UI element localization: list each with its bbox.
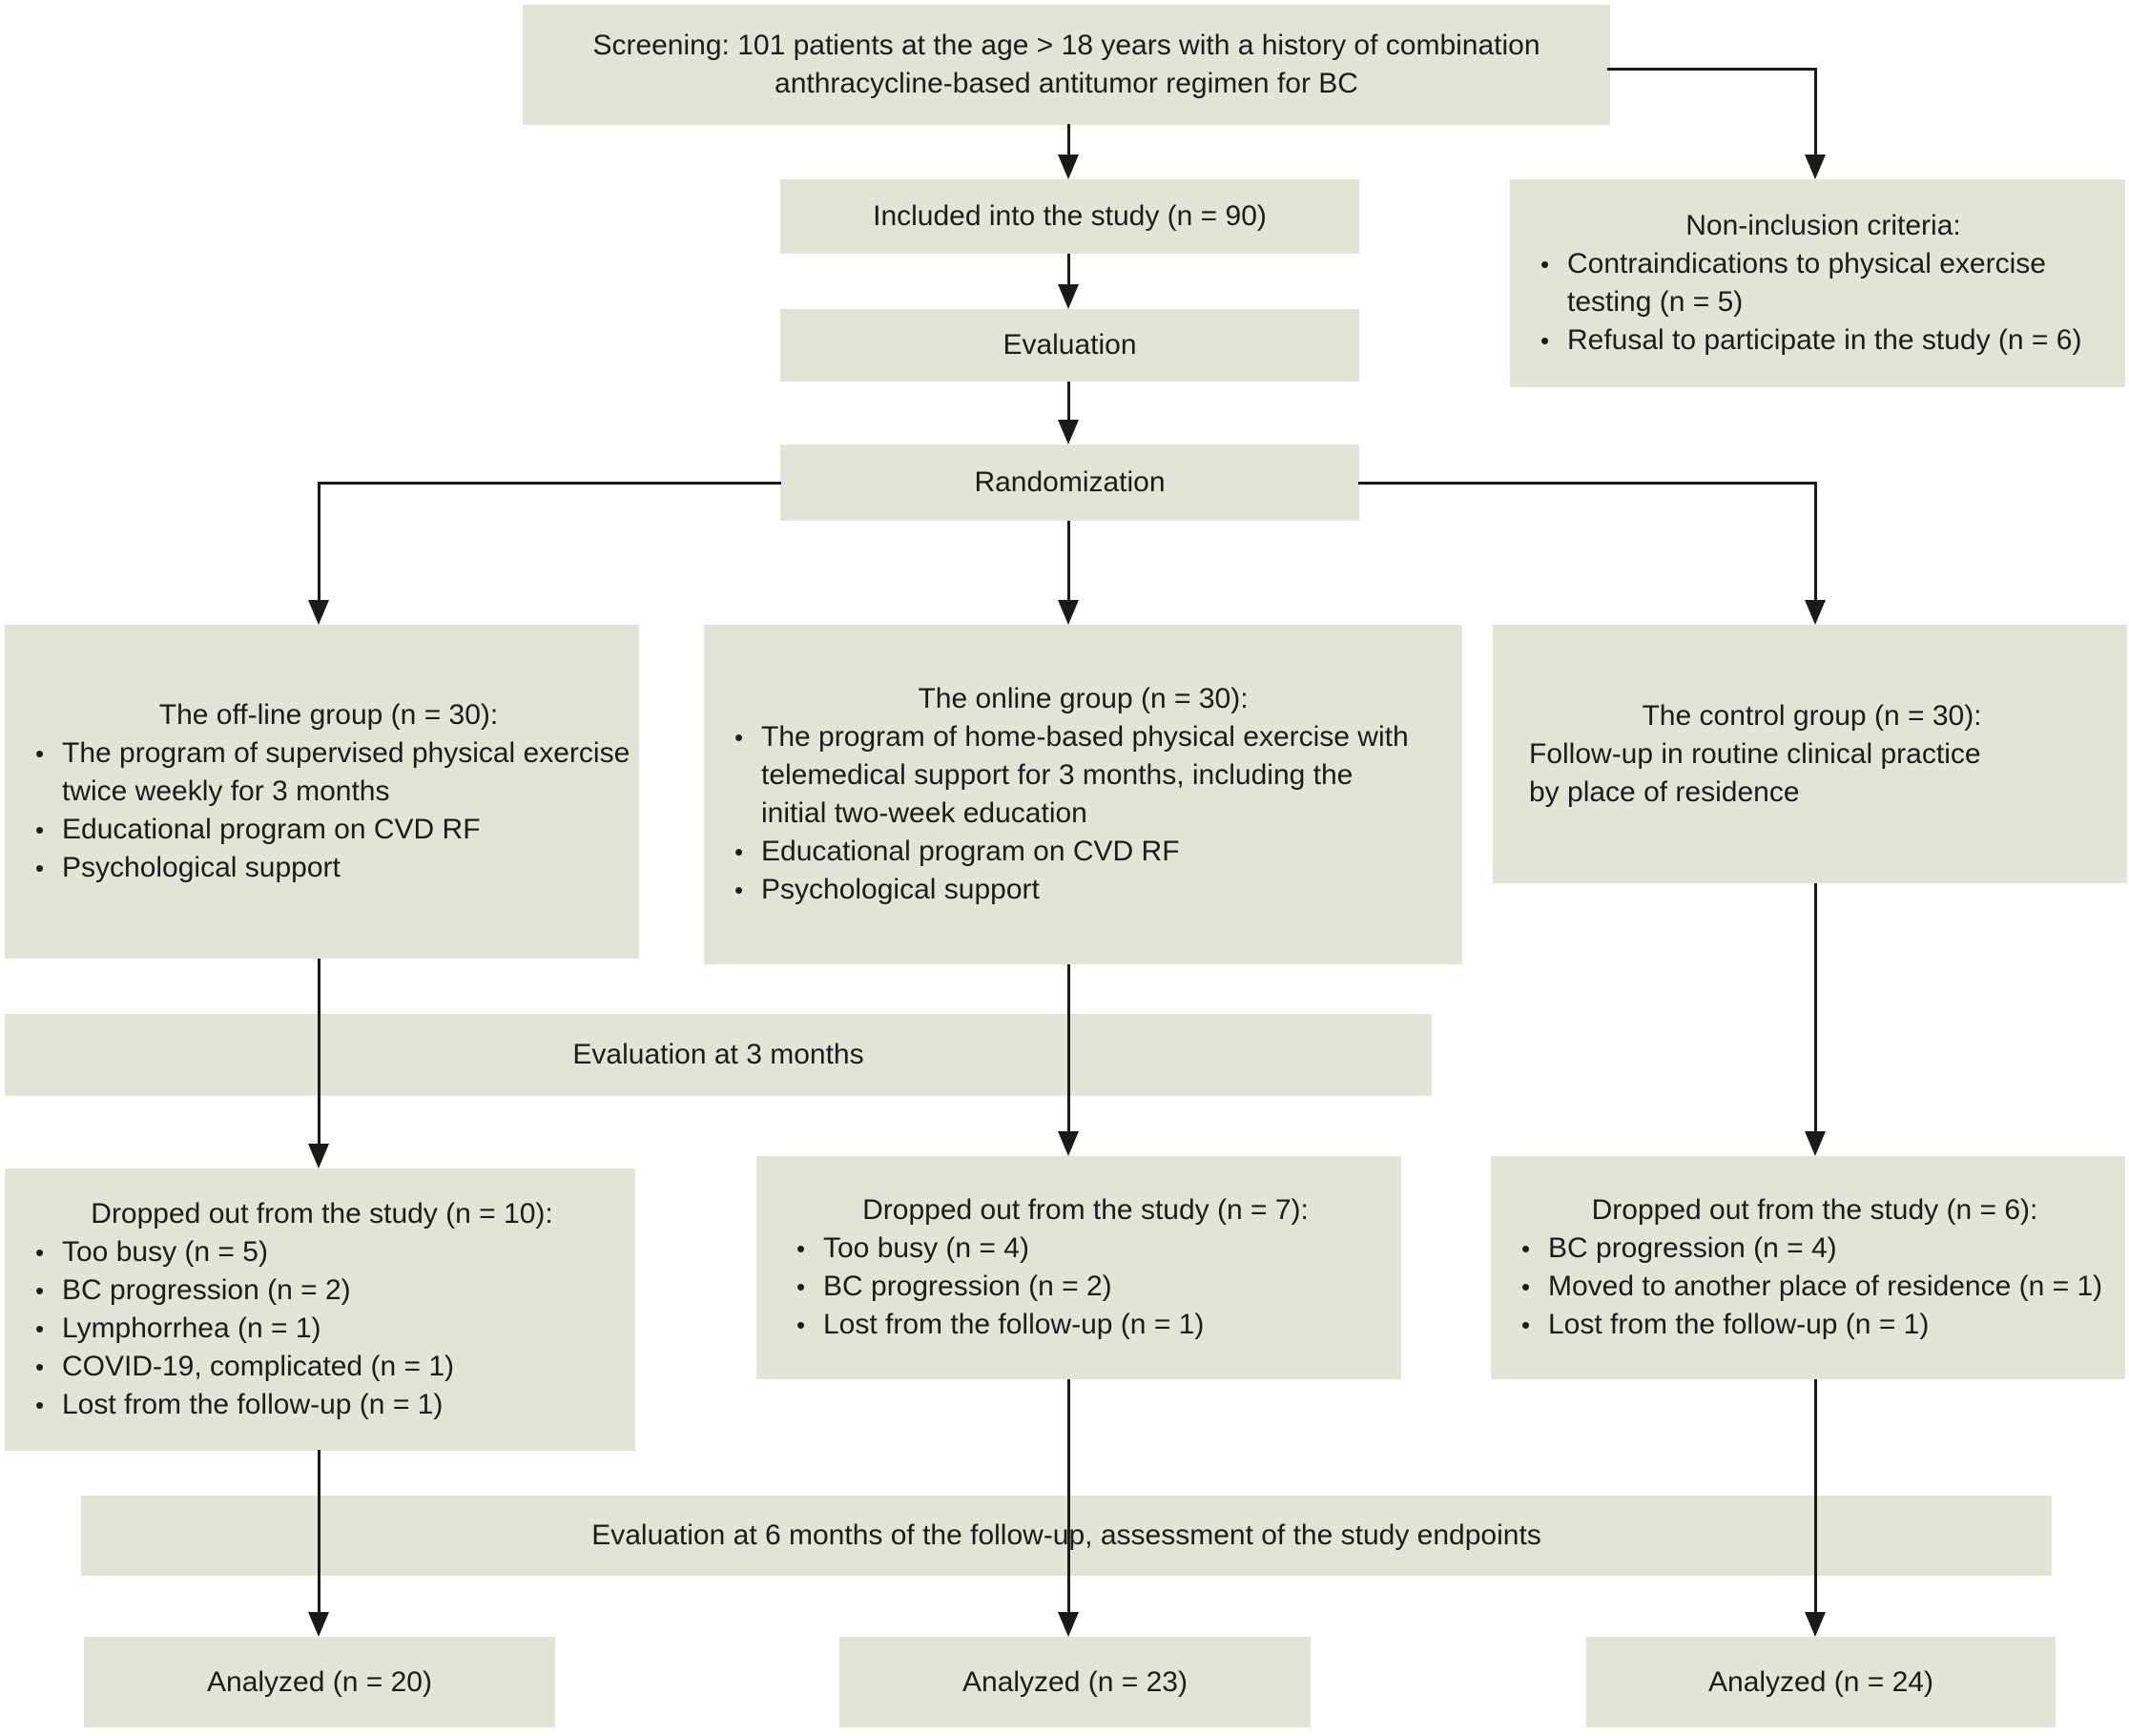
list-item: Psychological support — [723, 871, 1443, 909]
box-title: Dropped out from the study (n = 7): — [862, 1194, 1309, 1226]
arrow-down-icon — [1058, 1131, 1079, 1156]
bullet-list: Contraindications to physical exercise t… — [1529, 245, 2118, 360]
arrow-down-icon — [1805, 600, 1826, 625]
list-item: Too busy (n = 5) — [24, 1233, 620, 1271]
connector-line — [1814, 883, 1817, 1135]
list-item: Educational program on CVD RF — [24, 811, 633, 849]
node-evaluation-3-months: Evaluation at 3 months — [5, 1014, 1432, 1096]
node-evaluation-6-months: Evaluation at 6 months of the follow-up,… — [81, 1496, 2052, 1576]
connector-line — [1067, 521, 1070, 604]
node-analyzed-online: Analyzed (n = 23) — [839, 1637, 1311, 1727]
list-item: Moved to another place of residence (n =… — [1510, 1268, 2119, 1306]
list-item: Lymphorrhea (n = 1) — [24, 1310, 620, 1348]
connector-line — [318, 482, 320, 604]
arrow-down-icon — [1805, 155, 1826, 179]
connector-line — [1607, 68, 1815, 71]
box-title: Dropped out from the study (n = 6): — [1591, 1194, 2038, 1226]
arrow-down-icon — [308, 1612, 329, 1637]
bullet-list: The program of supervised physical exerc… — [24, 734, 633, 887]
list-item: BC progression (n = 4) — [1510, 1230, 2119, 1268]
node-control-group: The control group (n = 30): Follow-up in… — [1493, 625, 2127, 883]
connector-line — [1358, 482, 1816, 485]
node-analyzed-offline: Analyzed (n = 20) — [84, 1637, 555, 1727]
list-item: BC progression (n = 2) — [24, 1271, 620, 1310]
node-online-group: The online group (n = 30): The program o… — [704, 625, 1462, 964]
bullet-list: The program of home-based physical exerc… — [723, 718, 1443, 909]
bullet-list: Too busy (n = 5)BC progression (n = 2)Ly… — [24, 1233, 620, 1424]
list-item: Lost from the follow-up (n = 1) — [785, 1306, 1386, 1344]
arrow-down-icon — [308, 1144, 329, 1168]
arrow-down-icon — [1058, 600, 1079, 625]
box-title: The control group (n = 30): — [1642, 699, 1982, 732]
arrow-down-icon — [1058, 284, 1079, 309]
node-dropout-offline: Dropped out from the study (n = 10): Too… — [5, 1168, 635, 1451]
connector-line — [1814, 68, 1817, 158]
arrow-down-icon — [1058, 1612, 1079, 1637]
bullet-list: Too busy (n = 4)BC progression (n = 2)Lo… — [785, 1230, 1386, 1344]
box-body: Follow-up in routine clinical practice b… — [1529, 737, 1981, 808]
connector-line — [1067, 382, 1070, 424]
box-title: Non-inclusion criteria: — [1685, 210, 1961, 241]
list-item: BC progression (n = 2) — [785, 1268, 1386, 1306]
connector-line — [1067, 964, 1070, 1135]
list-item: Refusal to participate in the study (n =… — [1529, 321, 2118, 360]
arrow-down-icon — [1805, 1612, 1826, 1637]
connector-line — [319, 482, 781, 485]
box-title: Dropped out from the study (n = 10): — [91, 1198, 553, 1230]
list-item: Lost from the follow-up (n = 1) — [1510, 1306, 2119, 1344]
node-non-inclusion: Non-inclusion criteria: Contraindication… — [1510, 179, 2125, 387]
node-screening: Screening: 101 patients at the age > 18 … — [523, 5, 1610, 125]
list-item: Psychological support — [24, 849, 633, 887]
connector-line — [1067, 254, 1070, 288]
connector-line — [1067, 1379, 1070, 1616]
node-dropout-online: Dropped out from the study (n = 7): Too … — [756, 1156, 1401, 1379]
arrow-down-icon — [1058, 420, 1079, 444]
box-title: The online group (n = 30): — [918, 683, 1249, 714]
arrow-down-icon — [308, 600, 329, 625]
node-dropout-control: Dropped out from the study (n = 6): BC p… — [1491, 1156, 2125, 1379]
arrow-down-icon — [1058, 155, 1079, 179]
list-item: The program of home-based physical exerc… — [723, 718, 1443, 833]
arrow-down-icon — [1805, 1131, 1826, 1156]
node-offline-group: The off-line group (n = 30): The program… — [5, 625, 639, 959]
node-evaluation: Evaluation — [780, 309, 1359, 382]
list-item: The program of supervised physical exerc… — [24, 734, 633, 811]
node-analyzed-control: Analyzed (n = 24) — [1586, 1637, 2056, 1727]
box-title: The off-line group (n = 30): — [158, 699, 499, 731]
connector-line — [1814, 1379, 1817, 1616]
connector-line — [1067, 124, 1070, 158]
bullet-list: BC progression (n = 4)Moved to another p… — [1510, 1230, 2119, 1344]
list-item: Contraindications to physical exercise t… — [1529, 245, 2118, 321]
list-item: Lost from the follow-up (n = 1) — [24, 1386, 620, 1424]
list-item: Educational program on CVD RF — [723, 833, 1443, 871]
list-item: COVID-19, complicated (n = 1) — [24, 1348, 620, 1386]
connector-line — [318, 1450, 320, 1616]
connector-line — [318, 959, 320, 1147]
connector-line — [1814, 482, 1817, 604]
node-randomization: Randomization — [780, 444, 1359, 521]
list-item: Too busy (n = 4) — [785, 1230, 1386, 1268]
node-included: Included into the study (n = 90) — [780, 179, 1359, 254]
